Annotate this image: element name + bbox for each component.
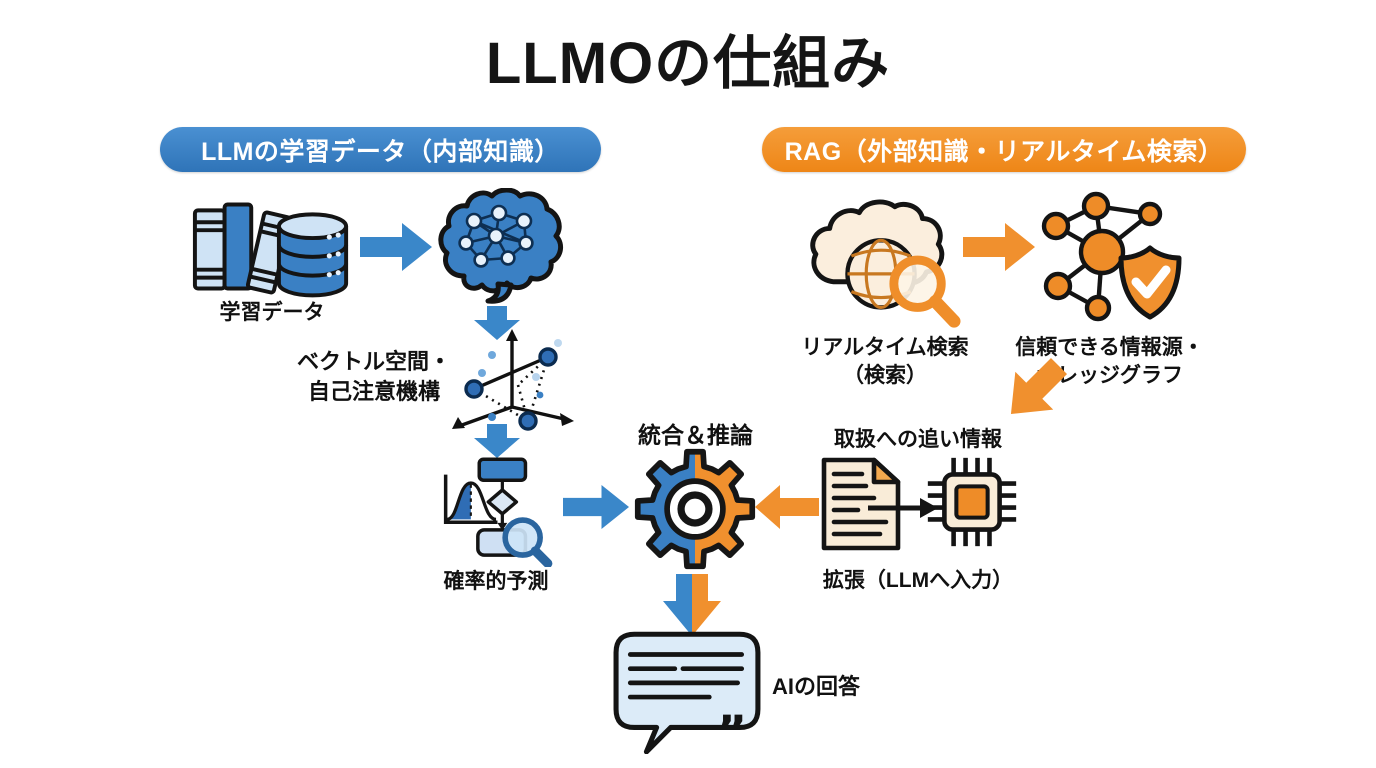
arrow-down-blue-icon bbox=[474, 306, 520, 340]
realtime-search-label-line1: リアルタイム検索 bbox=[801, 336, 969, 359]
brain-network-icon bbox=[438, 188, 564, 304]
chip-icon bbox=[927, 457, 1017, 547]
flowchart-magnifier-icon bbox=[443, 457, 553, 567]
vector-space-label-line2: 自己注意機構 bbox=[307, 378, 440, 404]
realtime-search-label-line2: （検索） bbox=[843, 364, 927, 388]
header-rag-external: RAG（外部知識・リアルタイム検索） bbox=[762, 127, 1246, 172]
books-database-icon bbox=[192, 202, 349, 298]
trusted-sources-label: 信頼できる情報源・ ナレッジグラフ bbox=[1002, 334, 1217, 391]
probabilistic-label: 確率的予測 bbox=[443, 570, 549, 593]
training-data-label: 学習データ bbox=[219, 301, 325, 324]
arrow-right-orange-icon bbox=[963, 223, 1035, 271]
cloud-globe-search-icon bbox=[810, 199, 961, 328]
svg-text:„: „ bbox=[717, 680, 748, 734]
document-icon bbox=[821, 457, 901, 551]
header-llm-internal: LLMの学習データ（内部知識） bbox=[160, 127, 601, 172]
realtime-search-label: リアルタイム検索 （検索） bbox=[790, 334, 980, 391]
vector-space-icon bbox=[452, 329, 574, 431]
speech-bubble-icon: „ bbox=[613, 631, 761, 754]
gear-icon bbox=[633, 447, 757, 571]
ai-answer-label: AIの回答 bbox=[772, 674, 861, 699]
vector-space-label: ベクトル空間・ 自己注意機構 bbox=[278, 347, 470, 406]
arrow-left-orange-icon bbox=[755, 485, 819, 529]
page-title: LLMOの仕組み bbox=[485, 31, 891, 96]
arrow-down-split-icon bbox=[663, 574, 721, 636]
arrow-right-blue-icon bbox=[563, 485, 629, 529]
context-info-label: 取扱への追い情報 bbox=[834, 428, 1002, 451]
arrow-down-left-orange-icon bbox=[1010, 357, 1068, 415]
augmentation-label: 拡張（LLMへ入力） bbox=[822, 569, 1014, 592]
arrow-down-blue-icon bbox=[474, 424, 520, 458]
knowledge-graph-shield-icon bbox=[1041, 191, 1182, 322]
trusted-sources-label-line1: 信頼できる情報源・ bbox=[1015, 336, 1204, 359]
integration-label: 統合＆推論 bbox=[638, 422, 753, 448]
trusted-sources-label-line2: ナレッジグラフ bbox=[1036, 364, 1183, 388]
vector-space-label-line1: ベクトル空間・ bbox=[296, 349, 451, 374]
arrow-right-blue-icon bbox=[360, 223, 432, 271]
